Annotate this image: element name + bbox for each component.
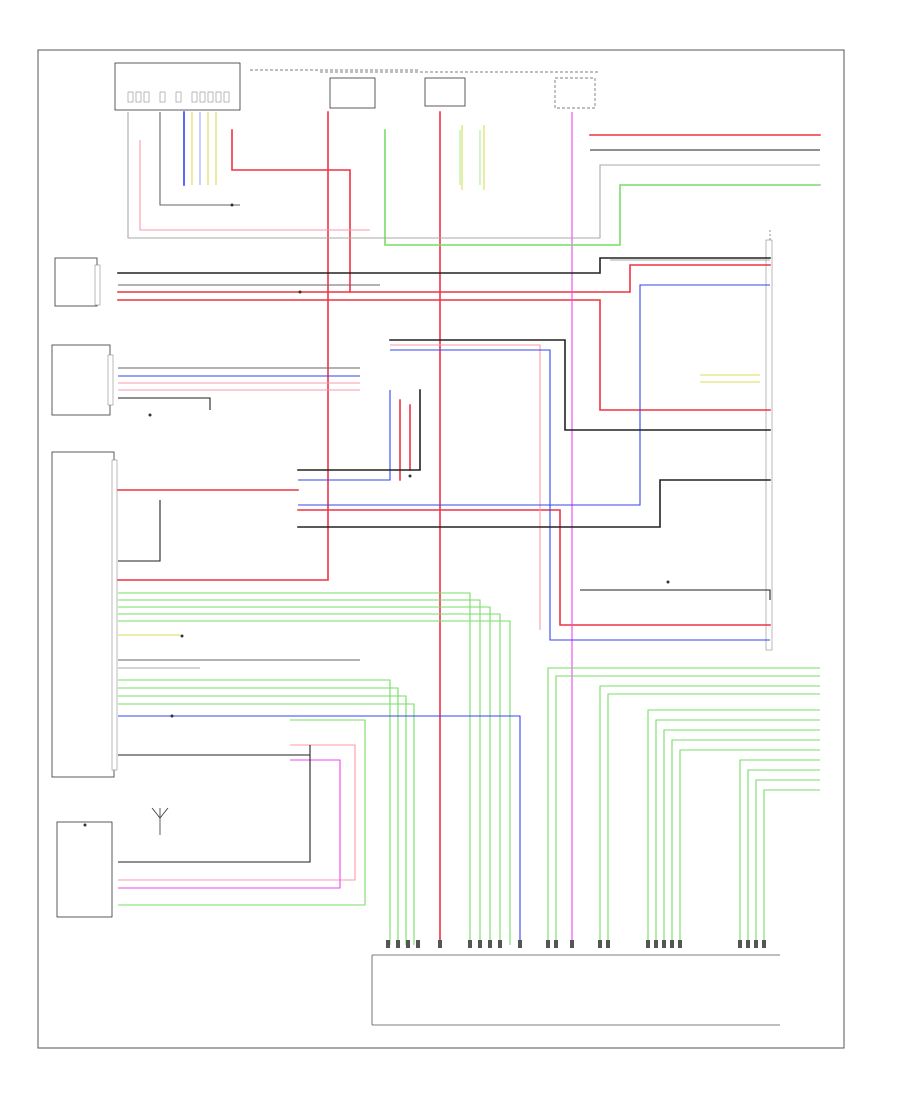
antenna-module (56, 821, 113, 918)
wire-pink (118, 140, 541, 881)
right-module-pin-column (765, 239, 773, 651)
right-module (765, 230, 773, 651)
wire-yellow (118, 112, 760, 636)
left-switch-top (54, 257, 98, 307)
wire-magenta (118, 112, 573, 945)
wire-black (117, 112, 820, 863)
left-switch-2 (51, 344, 111, 416)
audio-unit-pins (111, 459, 118, 771)
wire-gray (118, 112, 820, 669)
bottom-connector-pins (386, 940, 766, 948)
wire-green (118, 129, 821, 945)
splice-points (83, 203, 670, 827)
top-left-module (114, 62, 241, 111)
diagram-frame (37, 49, 845, 1049)
bottom-connector (371, 954, 780, 1026)
top-relay-2 (554, 77, 596, 109)
wire-blue (118, 111, 770, 945)
top-relay-1 (250, 69, 466, 109)
antenna-icon (151, 807, 169, 835)
top-left-module-pins (127, 91, 230, 103)
switch-top-pins (94, 264, 101, 306)
switch2-pins (107, 354, 114, 406)
audio-unit (51, 451, 115, 778)
wire-red-main (117, 111, 821, 946)
